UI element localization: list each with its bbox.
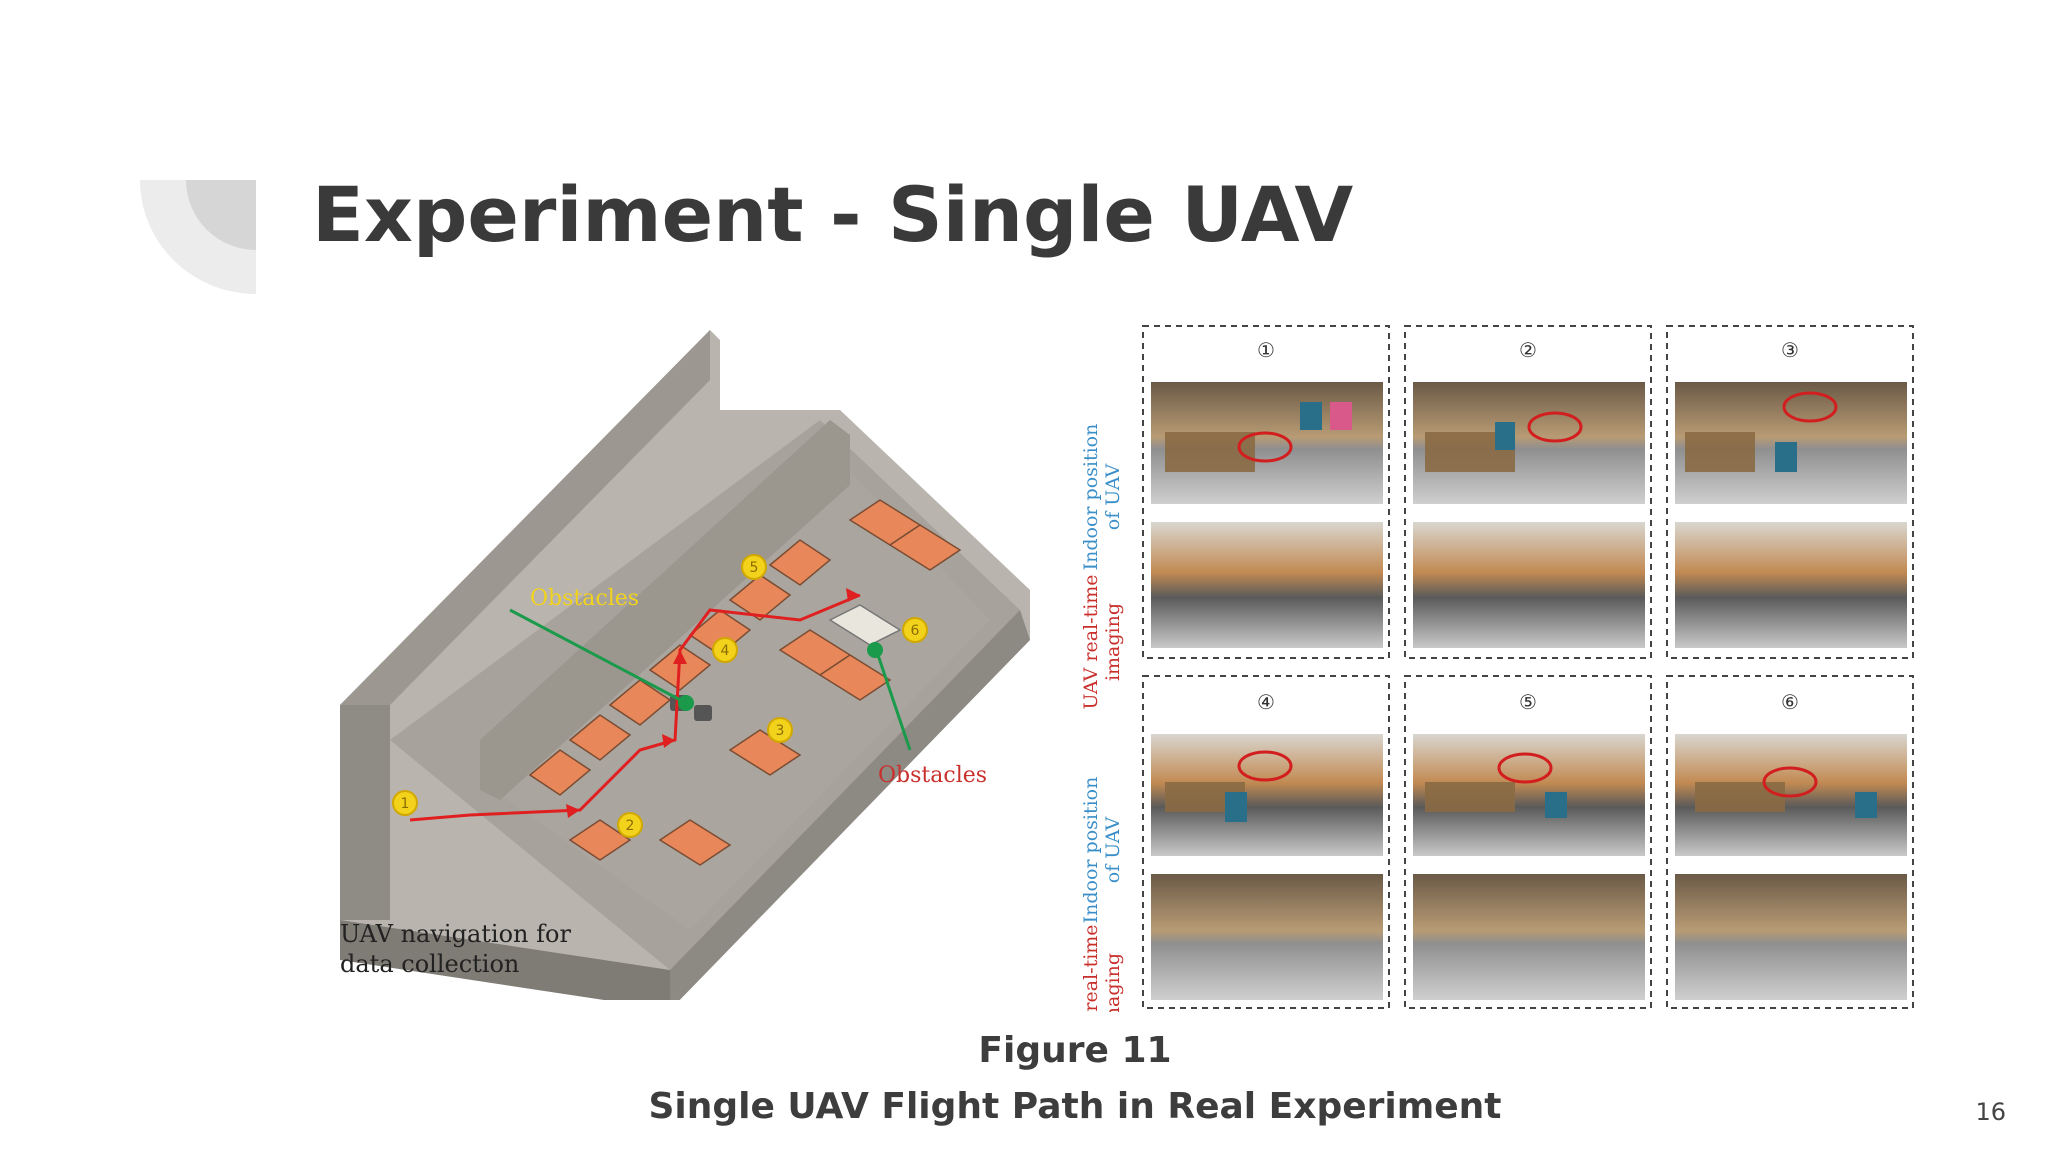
panel-number-4: ④ <box>1257 690 1275 714</box>
panel-number-5: ⑤ <box>1519 690 1537 714</box>
slide-title: Experiment - Single UAV <box>312 170 1354 259</box>
figure-caption: Single UAV Flight Path in Real Experimen… <box>648 1086 1502 1127</box>
obstacles-label-right: Obstacles <box>878 763 987 788</box>
waypoint-2: 2 <box>626 818 635 834</box>
page-number: 16 <box>1975 1098 2006 1126</box>
panel-number-3: ③ <box>1781 338 1799 362</box>
row-label-imaging-2b: imaging <box>1102 953 1124 1012</box>
row-label-position-2: of UAV <box>1102 464 1124 531</box>
waypoint-4: 4 <box>721 643 730 659</box>
row-label-position-2b: of UAV <box>1102 817 1124 884</box>
waypoint-3: 3 <box>776 723 785 739</box>
row-label-imaging-1b: UAV real-time <box>1080 924 1102 1012</box>
corner-decoration <box>140 180 256 294</box>
photo-imaging-3 <box>1675 522 1907 648</box>
figure-number: Figure 11 <box>978 1030 1172 1071</box>
uav-photo-grid: Indoor position of UAV UAV real-time ima… <box>1080 325 1914 1012</box>
panel-number-2: ② <box>1519 338 1537 362</box>
obstacles-label-left: Obstacles <box>530 586 639 611</box>
waypoint-1: 1 <box>401 796 410 812</box>
photo-imaging-1 <box>1151 522 1383 648</box>
photo-imaging-6 <box>1675 874 1907 1000</box>
row-label-position-1b: Indoor position <box>1080 777 1102 924</box>
panel-number-6: ⑥ <box>1781 690 1799 714</box>
row-label-imaging-2: imaging <box>1102 603 1124 681</box>
nav-caption-line2: data collection <box>340 950 519 978</box>
nav-caption-line1: UAV navigation for <box>340 920 571 948</box>
photo-imaging-4 <box>1151 874 1383 1000</box>
waypoint-6: 6 <box>911 623 920 639</box>
photo-imaging-5 <box>1413 874 1645 1000</box>
photo-imaging-2 <box>1413 522 1645 648</box>
uav-navigation-map: 1 2 3 4 5 6 Obstacles Obstacles UAV navi… <box>340 330 1030 1000</box>
row-labels-top-half: Indoor position of UAV UAV real-time ima… <box>1080 424 1124 710</box>
row-labels-bottom-half: Indoor position of UAV UAV real-time ima… <box>1080 777 1124 1012</box>
row-label-position-1: Indoor position <box>1080 424 1102 571</box>
panel-number-1: ① <box>1257 338 1275 362</box>
row-label-imaging-1: UAV real-time <box>1080 574 1102 709</box>
waypoint-5: 5 <box>750 560 759 576</box>
